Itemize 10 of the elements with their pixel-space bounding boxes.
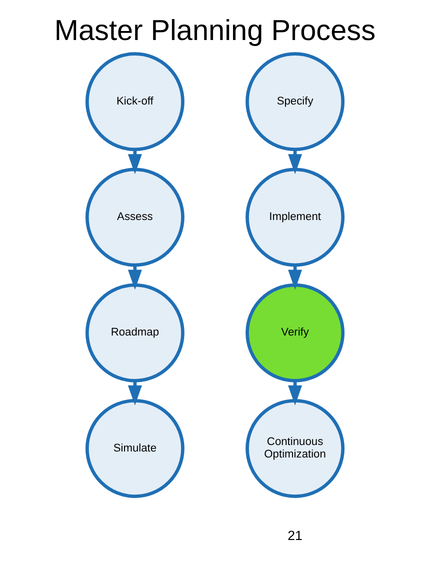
node-circle: Continuous Optimization	[246, 399, 345, 498]
node-circle: Implement	[246, 168, 345, 267]
diagram-title: Master Planning Process	[54, 15, 376, 48]
node-circle: Simulate	[85, 399, 184, 498]
node-circle: Verify	[246, 283, 345, 382]
node-circle: Roadmap	[85, 283, 184, 382]
node-circle: Kick-off	[85, 52, 184, 152]
node-circle: Specify	[246, 52, 345, 152]
node-circle: Assess	[85, 168, 184, 267]
label: 21	[288, 528, 302, 543]
